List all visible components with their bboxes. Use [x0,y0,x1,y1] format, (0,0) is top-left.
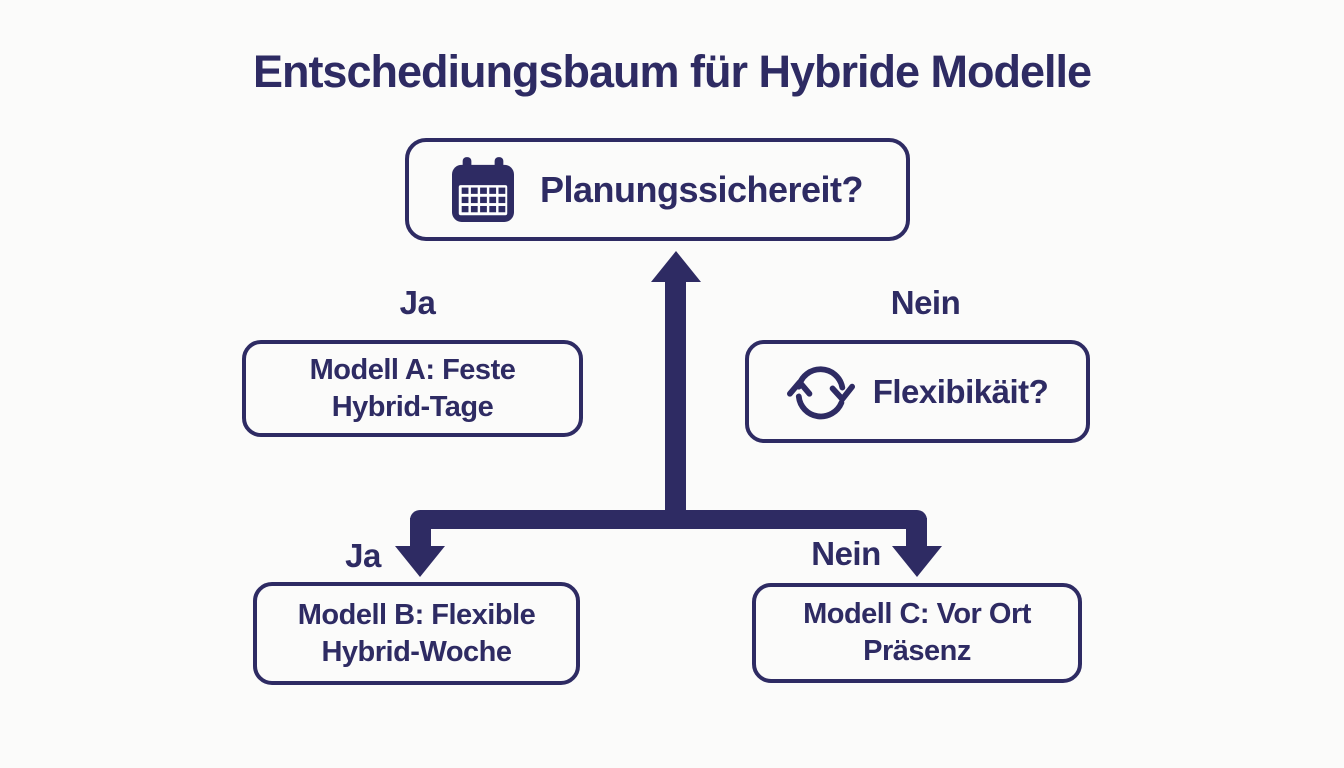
vertical-connector [665,281,686,512]
node-modell-a-line1: Modell A: Feste [309,353,516,386]
node-modell-a-line2: Hybrid-Tage [331,390,494,423]
left-connector-stub [410,518,431,548]
node-flexibilitaet: Flexibikäit? [745,340,1090,443]
node-modell-b-line2: Hybrid-Woche [321,635,512,668]
branch-label-ja-bottom: Ja [345,537,381,574]
down-arrowhead-right [892,546,942,577]
branch-label-ja-top: Ja [399,284,436,321]
node-modell-a: Modell A: Feste Hybrid-Tage [242,340,583,437]
up-arrowhead [651,251,701,282]
node-modell-c-line1: Modell C: Vor Ort [803,598,1031,630]
node-modell-b: Modell B: Flexible Hybrid-Woche [253,582,580,685]
node-planungssicherheit: Planungssichereit? [405,138,910,241]
node-modell-c: Modell C: Vor Ort Präsenz [752,583,1082,683]
node-modell-c-line2: Präsenz [863,635,971,667]
sync-icon [786,360,855,424]
down-arrowhead-left [395,546,445,577]
calendar-icon [451,156,514,223]
flex-node-label: Flexibikäit? [872,372,1049,410]
root-node-label: Planungssichereit? [539,168,864,210]
page-title: Entschediungsbaum für Hybride Modelle [252,46,1092,97]
branch-label-nein-top: Nein [890,284,961,321]
right-connector-stub [906,518,927,548]
branch-label-nein-bottom: Nein [811,535,881,572]
horizontal-connector [410,510,927,529]
node-modell-b-line1: Modell B: Flexible [297,598,536,631]
